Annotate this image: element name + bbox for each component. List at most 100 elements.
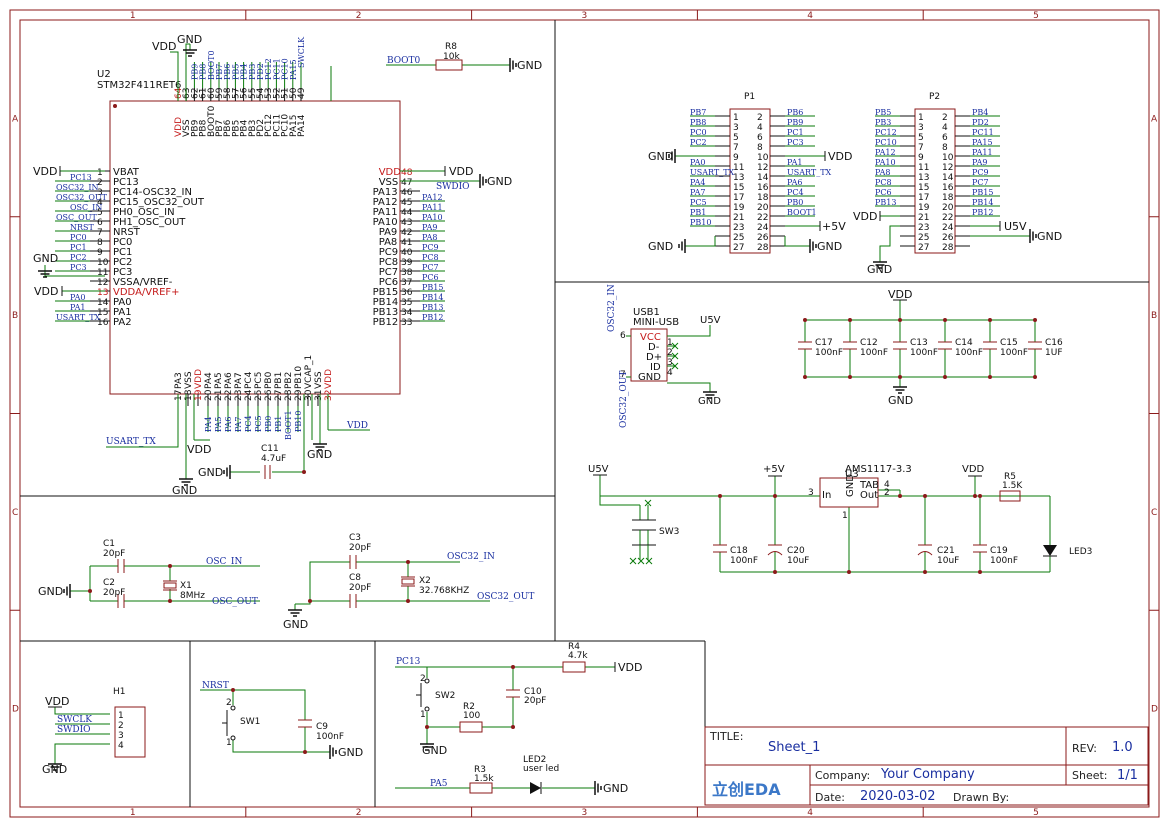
gnd-icon [63,583,71,599]
u3-pin-in: In [822,490,831,501]
mcu-pin-name: PC10 [281,114,291,137]
net-label: PC3 [787,138,804,147]
c20-value: 10uF [787,556,809,566]
mcu-pin-number: 41 [401,238,412,248]
svg-text:1: 1 [420,710,426,720]
net-label: PA0 [690,158,706,167]
mcu-pin-number: 40 [401,248,413,258]
mcu-pin-name: PC3 [113,267,132,278]
header-pin-number: 17 [918,193,929,203]
mcu-pin-number: 16 [97,318,109,328]
mcu-pin-number: 31 [314,390,324,401]
usb-pin-dm: D- [648,342,660,353]
gnd-label: GND [487,175,512,188]
mcu-pin-name: PB3 [248,120,258,137]
mcu-pin-name: PB1 [274,372,284,389]
gnd-icon [594,780,602,796]
mcu-pin-number: 32 [324,390,334,401]
gnd-label: GND [603,782,628,795]
c19-value: 100nF [990,556,1018,566]
usb-pin-gnd: GND [638,372,661,383]
oscillator-section: GND GND C1 20pF C2 20pF C3 20pF C8 20pF … [38,533,534,631]
net-label: PB10 [690,218,711,227]
net-label: PA4 [204,416,213,432]
mcu-pin-number: 20 [204,389,214,401]
sheet-label: Sheet: [1072,769,1108,782]
c17-value: 100nF [815,348,843,358]
header-pin-number: 6 [942,133,948,143]
net-label: PB1 [274,416,283,432]
svg-text:3: 3 [808,488,814,498]
net-label: PC0 [70,233,87,242]
c15-ref: C15 [1000,338,1018,348]
header-pin-number: 20 [757,203,769,213]
usb-type: MINI-USB [633,317,679,328]
header-pin-number: 21 [733,213,744,223]
resistor-r4 [562,661,586,673]
header-pin-number: 2 [757,113,763,123]
net-label: PC8 [422,253,439,262]
net-label: PB14 [972,198,993,207]
header-pin-number: 13 [733,173,744,183]
title-value: Sheet_1 [768,740,821,755]
grid-col-label: 2 [356,11,362,21]
swclk-net: SWCLK [57,715,92,725]
mcu-pin-number: 11 [97,268,108,278]
net-label: PA8 [422,233,438,242]
svg-text:2: 2 [884,488,890,498]
r4-value: 4.7k [568,651,588,661]
vdd-label: VDD [449,165,473,178]
c1-ref: C1 [103,539,115,549]
net-label: PB14 [422,293,443,302]
swdio-net: SWDIO [436,182,470,192]
c11-ref: C11 [261,444,279,454]
net-label: PA4 [690,178,706,187]
net-label: PB8 [690,118,706,127]
header-pin-number: 19 [918,203,930,213]
net-label: PC2 [70,253,87,262]
vdd-label: VDD [45,695,69,708]
c2-value: 20pF [103,588,125,598]
net-label: PC5 [254,415,263,432]
mcu-pin-name: PA13 [373,187,398,198]
mcu-pin-number: 63 [182,88,192,99]
header-pin-number: 9 [918,153,924,163]
header-pin-number: 3 [733,123,739,133]
net-label: PB7 [215,64,224,80]
net-label: PB3 [875,118,891,127]
mcu-pin-name: PC8 [379,257,398,268]
net-label: PC11 [972,128,994,137]
net-label: PB12 [422,313,443,322]
u3-ref: U3 [845,469,859,480]
header-pin-number: 19 [733,203,745,213]
mcu-pin-name: BOOT0 [207,105,217,137]
c10-value: 20pF [524,696,546,706]
mcu-pin-number: 29 [294,389,304,401]
resistor-r5 [999,490,1021,502]
mcu-pin-name: VDD [379,167,402,178]
mcu-pin-name: PA2 [113,317,132,328]
grid-col-label: 5 [1033,11,1039,21]
mcu-pin-number: 4 [97,198,103,208]
date-value: 2020-03-02 [860,789,936,804]
net-label: PA10 [875,158,896,167]
net-label: PB15 [422,283,443,292]
mcu-pin-name: PA8 [379,237,398,248]
net-label: OSC_IN [70,203,102,212]
vdd-label: VDD [828,150,852,163]
net-label: PC5 [690,198,707,207]
c8-ref: C8 [349,573,361,583]
header-pin-number: 2 [942,113,948,123]
vdd-label: VDD [33,165,57,178]
mcu-pin-name: VDDA/VREF+ [113,287,180,298]
mcu-pin-name: VSS [182,119,192,137]
header-pin-number: 3 [918,123,924,133]
mcu-pin-name: PA6 [224,372,234,389]
gnd-icon [223,464,231,480]
net-label: PB7 [690,108,706,117]
mcu-pin-name: PA10 [373,217,398,228]
net-label: PB6 [787,108,803,117]
header-pin-number: 23 [733,223,744,233]
mcu-pin-number: 59 [215,87,225,99]
